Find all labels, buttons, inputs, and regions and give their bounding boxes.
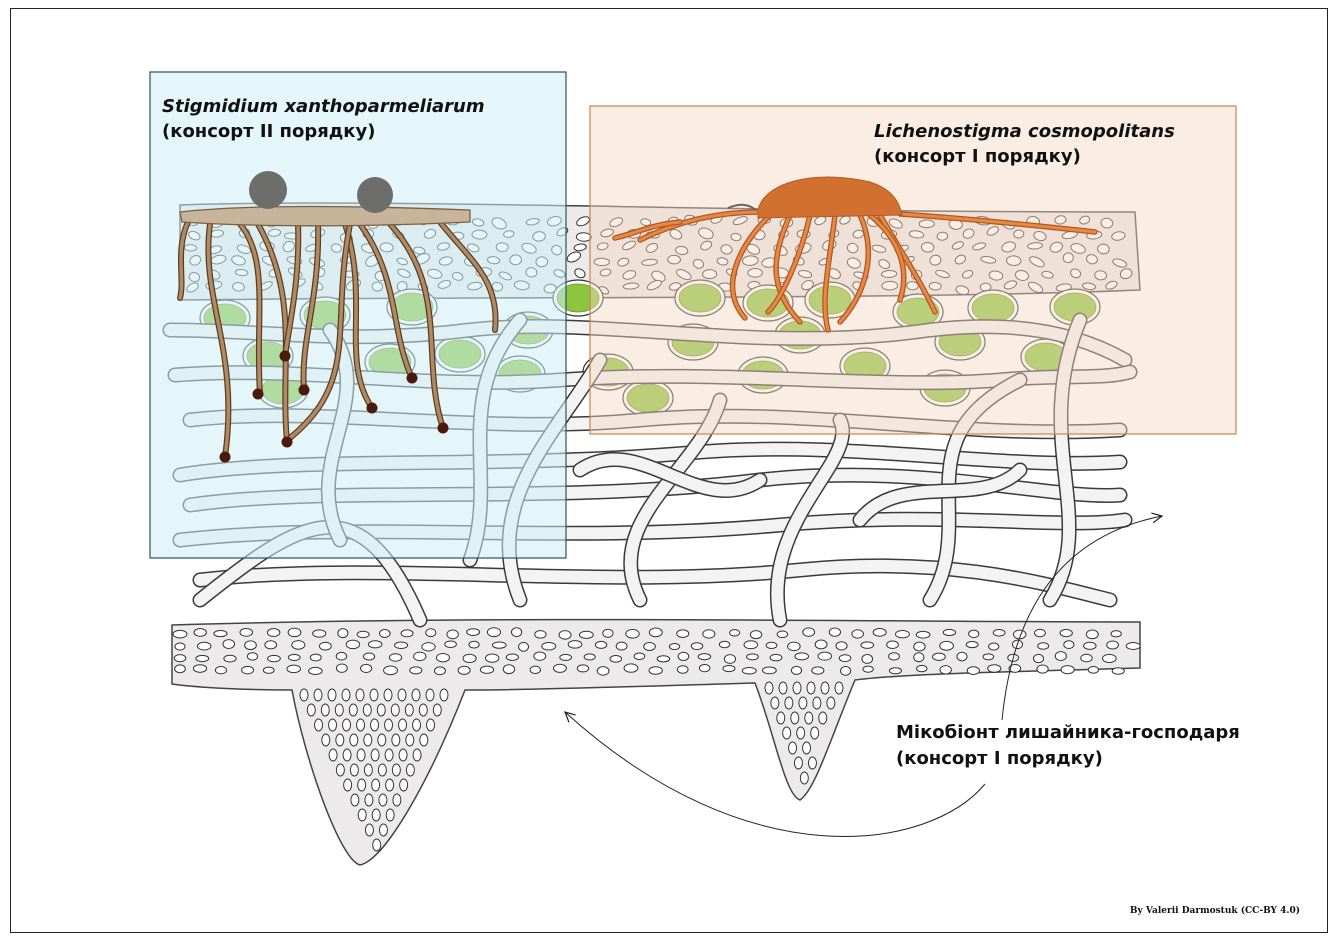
lichenostigma-species: Lichenostigma cosmopolitans bbox=[874, 119, 1175, 144]
stigmidium-role: (консорт II порядку) bbox=[162, 119, 485, 144]
ascoma-1 bbox=[249, 171, 287, 209]
stigmidium-label: Stigmidium xanthoparmeliarum (консорт II… bbox=[162, 94, 485, 144]
host-role: (консорт I порядку) bbox=[896, 746, 1240, 772]
credit-text: By Valerii Darmostuk (CC-BY 4.0) bbox=[1130, 906, 1300, 916]
arrow-to-medulla bbox=[1002, 516, 1162, 720]
lichenostigma-label: Lichenostigma cosmopolitans (консорт I п… bbox=[874, 119, 1175, 169]
stigmidium-species: Stigmidium xanthoparmeliarum bbox=[162, 94, 485, 119]
lichenostigma-role: (консорт I порядку) bbox=[874, 144, 1175, 169]
host-mycobiont-label: Мікобіонт лишайника-господаря (консорт I… bbox=[896, 720, 1240, 772]
ascoma-2 bbox=[357, 177, 393, 213]
host-species: Мікобіонт лишайника-господаря bbox=[896, 720, 1240, 746]
